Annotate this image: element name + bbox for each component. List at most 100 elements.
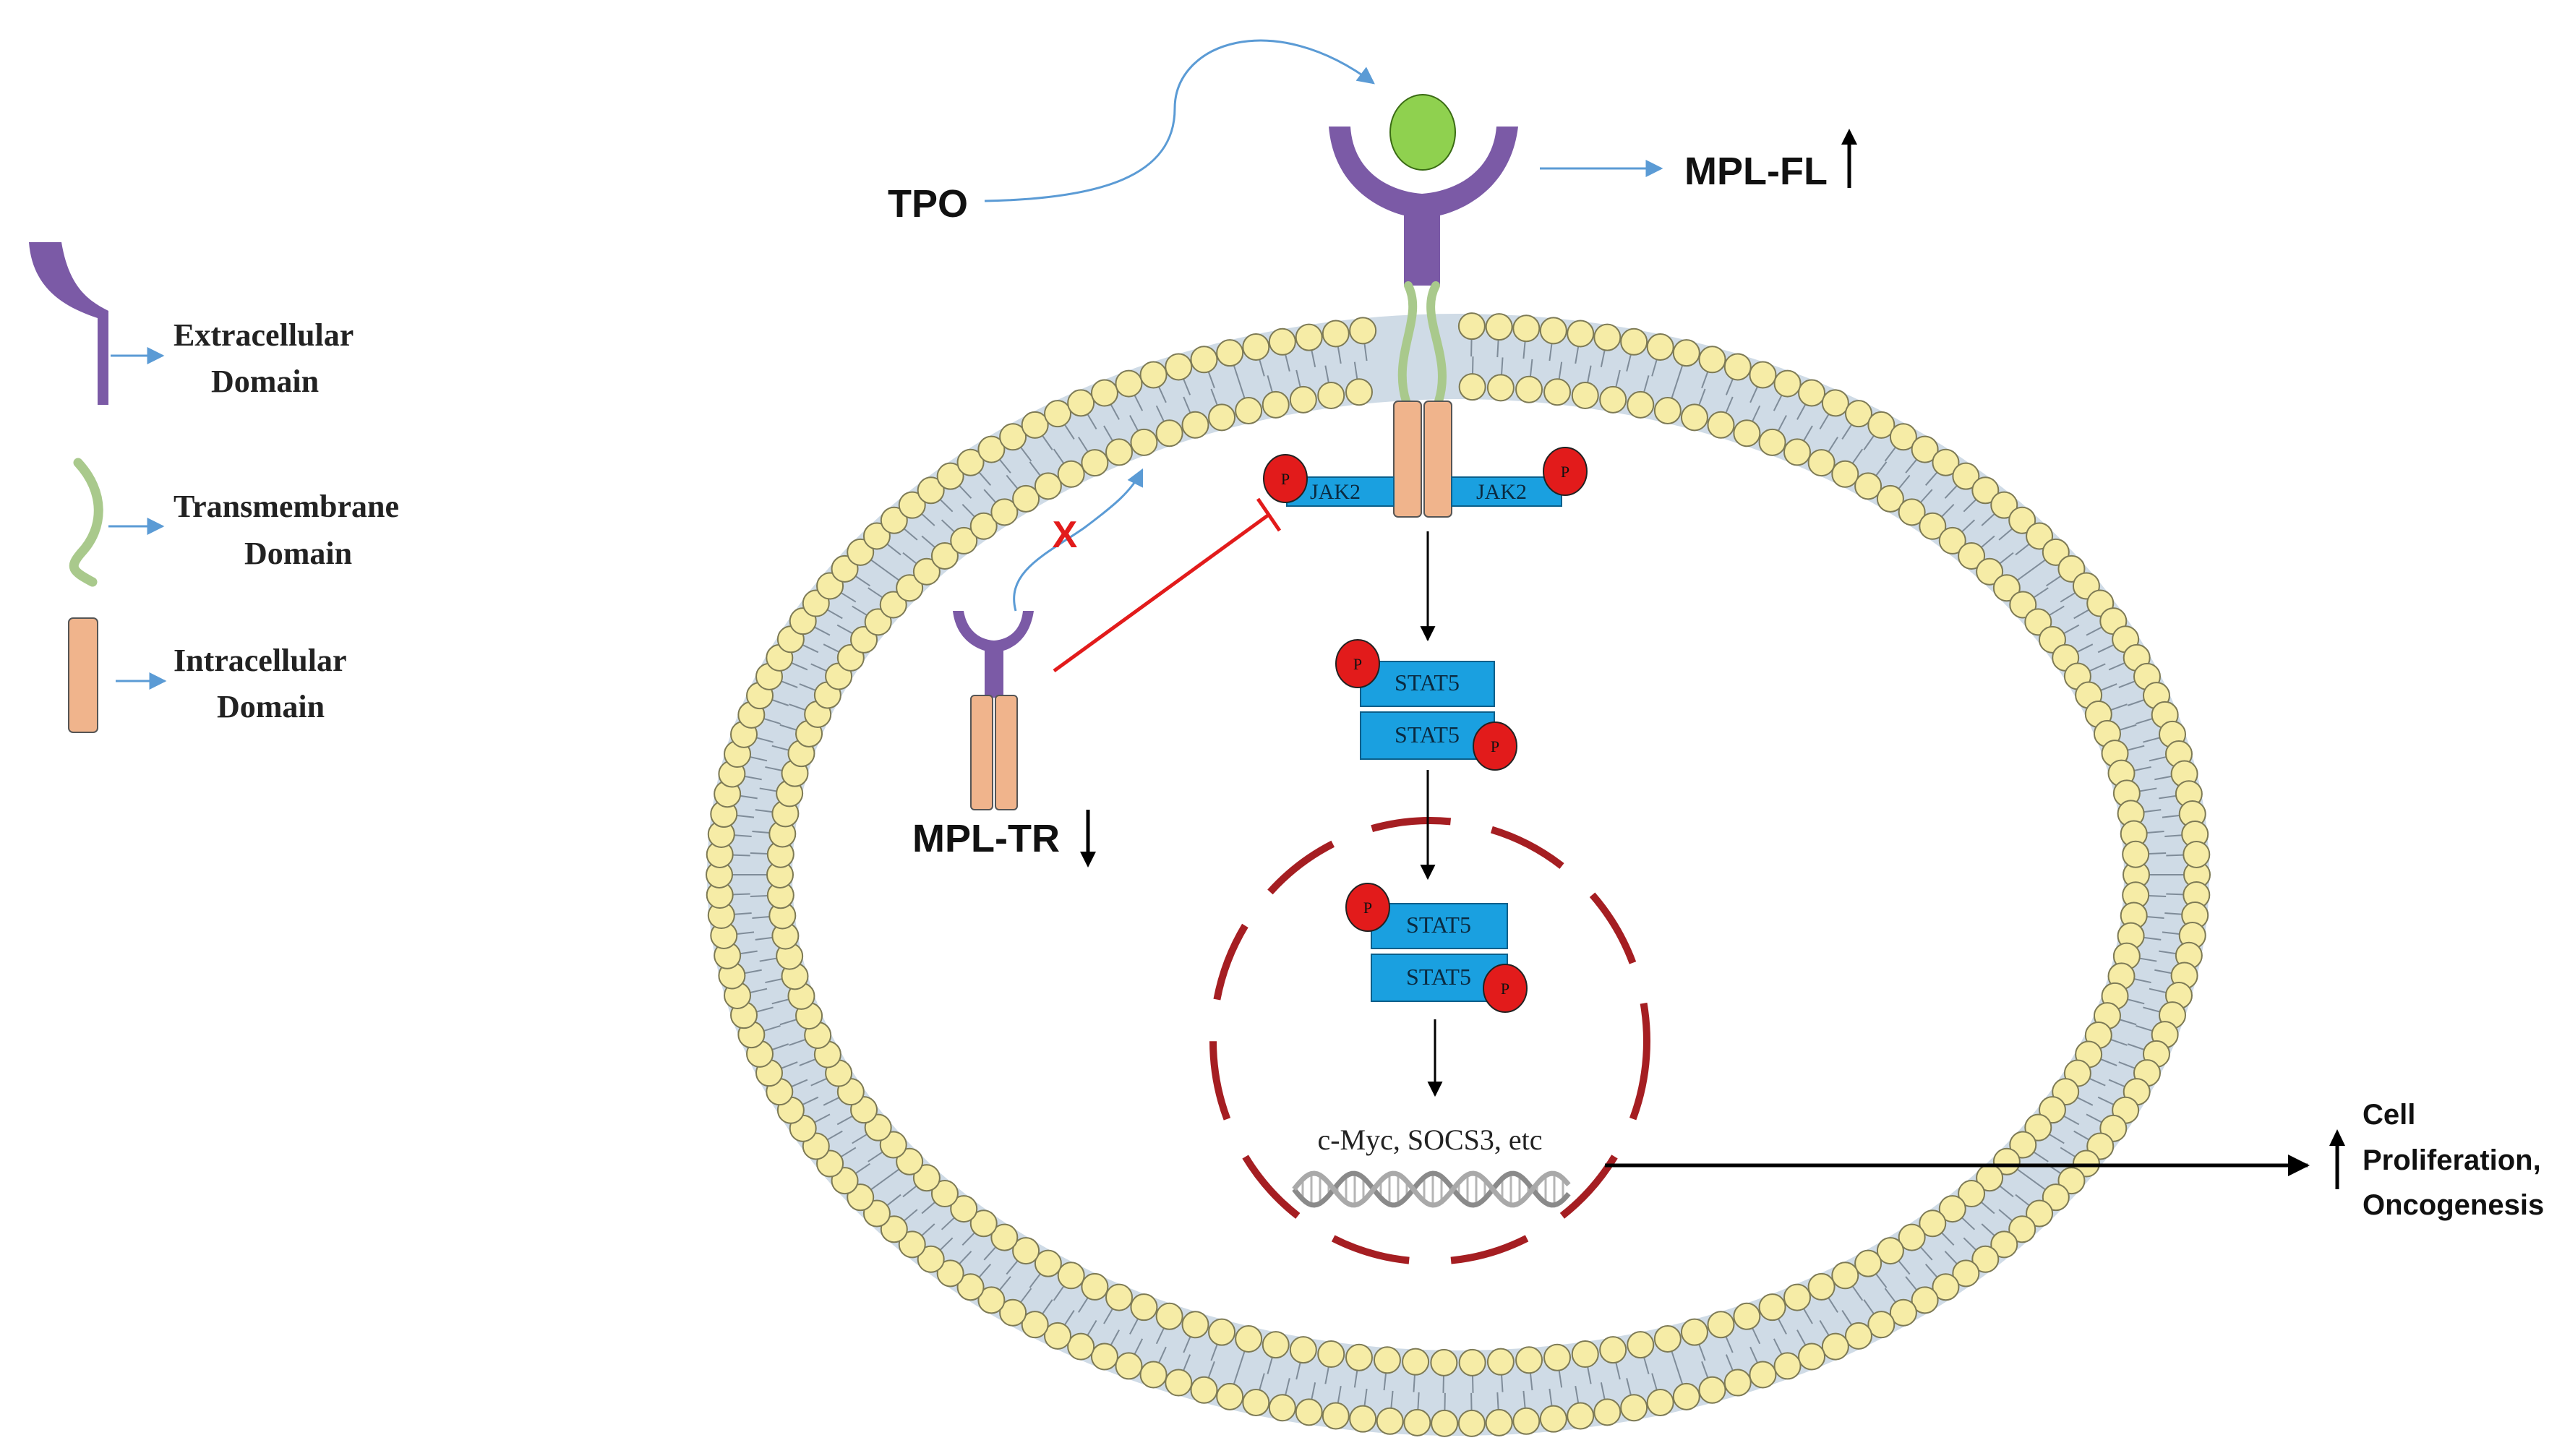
lipid-head: [1262, 390, 1290, 419]
lipid-head: [1599, 1336, 1627, 1364]
legend-intracellular: Intracellular Domain: [68, 617, 354, 733]
tpo-ligand: [1389, 94, 1456, 171]
lipid-head: [1854, 1249, 1882, 1277]
mpl-tr-intracellular-left: [970, 695, 993, 810]
dna-strand: [1292, 1170, 1571, 1208]
lipid-head: [1911, 1286, 1939, 1314]
outcome-line3: Oncogenesis: [2363, 1189, 2544, 1221]
lipid-head: [1431, 1409, 1459, 1437]
lipid-head: [1593, 1398, 1622, 1426]
nucleus-envelope: [1209, 817, 1650, 1265]
lipid-head: [1952, 462, 1980, 490]
lipid-head: [1898, 1223, 1926, 1251]
lipid-head: [1854, 472, 1882, 500]
jak2-box-right: [1451, 476, 1562, 507]
lipid-head: [1295, 1398, 1323, 1426]
lipid-head: [990, 498, 1019, 526]
lipid-head: [2009, 1131, 2037, 1159]
lipid-head: [1057, 460, 1085, 488]
lipid-head: [999, 1298, 1027, 1327]
lipid-head: [1458, 373, 1486, 401]
dna-helix-icon: [1292, 1170, 1571, 1208]
lipid-head: [1758, 1293, 1786, 1322]
lipid-head: [1349, 1405, 1377, 1433]
phospho-nuclear-stat5-top: P: [1345, 883, 1390, 932]
outcome-line2: Proliferation,: [2363, 1144, 2541, 1176]
legend-transmembrane-line2: Domain: [244, 536, 352, 571]
lipid-head: [1567, 320, 1595, 348]
lipid-head: [1571, 381, 1599, 409]
lipid-head: [990, 1223, 1019, 1251]
lipid-head: [1105, 1283, 1133, 1311]
mpl-tr-down-arrow: [1080, 810, 1096, 868]
lipid-head: [1646, 333, 1674, 361]
lipid-head: [1317, 381, 1345, 409]
lipid-head: [1345, 378, 1373, 406]
lipid-head: [1190, 346, 1218, 374]
lipid-head: [1567, 1402, 1595, 1430]
lipid-head: [999, 423, 1027, 451]
svg-text:Intracellular Domain: Intracellular Domain: [174, 643, 354, 724]
lipid-head: [862, 1199, 891, 1228]
lipid-head: [1919, 512, 1947, 540]
phospho-stat5-top: P: [1335, 639, 1380, 688]
lipid-head: [1932, 1273, 1960, 1301]
lipid-head: [1021, 1311, 1049, 1339]
lipid-head: [1889, 423, 1917, 451]
lipid-head: [880, 506, 908, 534]
lipid-head: [1733, 419, 1761, 447]
lipid-head: [1571, 1340, 1599, 1369]
lipid-head: [2008, 506, 2036, 534]
lipid-head: [2009, 591, 2037, 619]
lipid-head: [896, 1147, 924, 1175]
cell-membrane: [706, 312, 2211, 1437]
lipid-head: [1067, 1332, 1095, 1361]
lipid-head: [1952, 1259, 1980, 1288]
mpl-tr-intracellular-right: [995, 695, 1018, 810]
lipid-head: [1976, 557, 2004, 586]
lipid-head: [1034, 1249, 1062, 1277]
lipid-head: [1262, 1331, 1290, 1359]
lipid-head: [1758, 428, 1786, 456]
lipid-head: [1807, 449, 1836, 477]
lipid-head: [930, 1180, 959, 1208]
nuclear-stat5-label-top: STAT5: [1406, 912, 1471, 938]
outcome-line1: Cell: [2363, 1099, 2415, 1131]
lipid-head: [1012, 1237, 1040, 1265]
lipid-head: [1889, 1298, 1917, 1327]
legend-transmembrane: Transmembrane Domain: [69, 458, 399, 587]
lipid-head: [1115, 369, 1143, 398]
lipid-head: [936, 1259, 964, 1288]
lipid-head: [1295, 323, 1323, 351]
lipid-head: [1155, 1302, 1183, 1330]
lipid-head: [917, 476, 945, 505]
legend-transmembrane-line1: Transmembrane: [174, 489, 399, 524]
lipid-head: [1486, 374, 1515, 402]
lipid-head: [1867, 1311, 1896, 1339]
lipid-head: [1543, 378, 1572, 406]
lipid-head: [2024, 1113, 2052, 1142]
lipid-head: [1403, 1408, 1431, 1436]
mpl-fl-extracellular-domain: [1329, 127, 1518, 286]
lipid-head: [1130, 428, 1158, 456]
svg-text:Cell Proliferation, On: Cell Proliferation, Oncogenesis: [2363, 1099, 2549, 1221]
lipid-head: [1268, 327, 1296, 356]
stat5-box-bottom: [1360, 711, 1495, 760]
svg-text:P: P: [1353, 655, 1362, 673]
lipid-head: [1898, 498, 1926, 526]
lipid-head: [2026, 522, 2054, 550]
svg-text:Extracellular Domain: Extracellular Domain: [174, 317, 361, 399]
lipid-head: [1012, 484, 1040, 513]
lipid-head: [936, 462, 964, 490]
lipid-head: [1992, 574, 2021, 602]
lipid-head: [1971, 1245, 2000, 1273]
lipid-head: [1844, 1322, 1872, 1350]
lipid-head: [1242, 1389, 1270, 1417]
lipid-head: [1067, 389, 1095, 417]
lipid-head: [1707, 1311, 1735, 1339]
lipid-head: [1672, 339, 1700, 367]
lipid-head: [2008, 1215, 2036, 1243]
lipid-head: [1620, 1394, 1648, 1422]
lipid-head: [1867, 411, 1896, 439]
mpl-tr-extracellular-domain: [953, 611, 1034, 698]
